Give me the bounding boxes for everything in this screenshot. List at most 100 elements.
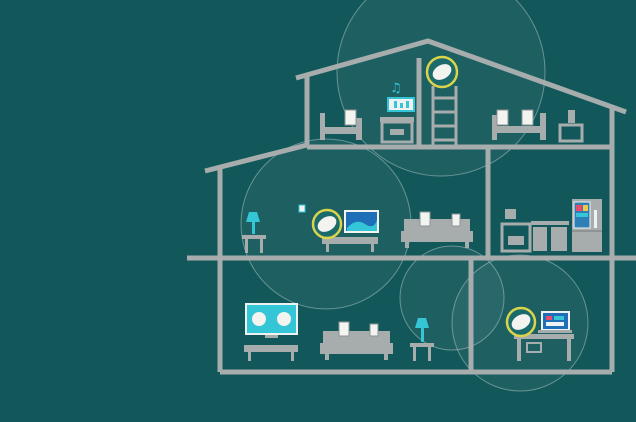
sofa-seat [401, 231, 473, 242]
bed-right-pillow [496, 109, 509, 126]
tv-base [265, 335, 278, 338]
desk-drawer [526, 342, 542, 353]
dresser-top [380, 117, 414, 122]
music-player-bar2 [400, 103, 403, 108]
nightstand-lamp [568, 110, 575, 123]
side-table-top [410, 343, 434, 347]
lamp-shade [246, 212, 260, 222]
fridge-screen-tile [576, 205, 582, 211]
counter-top [531, 221, 569, 225]
stove-oven-window [508, 236, 524, 245]
sofa-pillow [369, 323, 379, 337]
game-room [244, 303, 434, 361]
tv-console-leg [248, 352, 251, 361]
tv-console-leg [371, 244, 374, 252]
fridge-screen-tile [576, 213, 588, 217]
tv-screen-wave [347, 220, 377, 231]
office [505, 306, 574, 361]
wifi-node-icon [311, 208, 343, 240]
fridge-screen-tile [583, 205, 588, 211]
roof-lower-left [204, 142, 308, 174]
sofa-living [401, 211, 473, 248]
thermostat-icon [298, 204, 306, 213]
laptop-screen-tile [546, 322, 564, 326]
coverage-zone-lower-left [399, 245, 505, 351]
roof-upper [295, 38, 627, 115]
sofa-seat [320, 343, 393, 354]
wifi-node-body [432, 64, 452, 80]
stove [500, 209, 532, 253]
tv-stand-living [322, 210, 379, 252]
side-table-leg [260, 239, 263, 253]
counter-cabinet [533, 227, 547, 251]
lamp-stem [252, 222, 255, 234]
living-room [242, 204, 473, 253]
music-player-bar3 [406, 101, 409, 108]
laptop-screen-tile [554, 316, 564, 320]
tv-console-leg [291, 352, 294, 361]
attic-room: ♫ [320, 55, 584, 145]
music-player-bar1 [394, 101, 397, 108]
lamp-table-lower [410, 318, 434, 361]
desk [514, 334, 574, 361]
wifi-node-body [317, 216, 337, 232]
bed-left-frame [320, 127, 362, 134]
sofa-leg [465, 242, 469, 248]
bed-left-headboard [320, 113, 325, 140]
wifi-node-body [511, 314, 531, 330]
dresser [380, 117, 414, 144]
tv-console-leg [326, 244, 329, 252]
sofa-leg [384, 354, 388, 360]
smart-fridge [572, 199, 602, 252]
desk-leg [517, 339, 521, 361]
bed-right-headboard [492, 115, 497, 140]
sofa-leg [405, 242, 409, 248]
tv-console [322, 237, 378, 244]
bed-right-pillow [521, 109, 534, 126]
side-table-leg [428, 347, 431, 361]
lamp-table-left [242, 212, 266, 253]
sofa-leg [325, 354, 329, 360]
sofa-back [323, 331, 390, 345]
laptop [538, 311, 572, 333]
kitchen [500, 199, 602, 253]
side-table-leg [413, 347, 416, 361]
music-note-icon: ♫ [390, 81, 402, 96]
house-structure [187, 38, 636, 375]
nightstand-body [558, 123, 584, 143]
side-table-top [242, 235, 266, 239]
side-table-leg [245, 239, 248, 253]
sofa-pillow [419, 211, 431, 227]
lamp-shade [415, 318, 429, 328]
fridge-handle [594, 210, 597, 228]
counter [531, 221, 569, 251]
stove-body [500, 222, 532, 253]
wifi-node-icon [505, 306, 537, 338]
desk-leg [567, 339, 571, 361]
stove-pot [505, 209, 516, 219]
counter-cabinet [551, 227, 567, 251]
bed-right [492, 109, 546, 140]
lamp-stem [421, 328, 424, 342]
bed-right-foot [540, 113, 546, 140]
nightstand-right [558, 110, 584, 143]
music-player: ♫ [387, 81, 415, 112]
desk-top [514, 334, 574, 339]
tv-console [244, 345, 298, 352]
sofa-pillow [338, 321, 350, 337]
tv-game [244, 303, 298, 361]
bed-left-foot [356, 118, 362, 140]
wifi-node-icon [425, 55, 459, 89]
tv-helmet [277, 312, 291, 326]
dresser-body [380, 120, 414, 144]
bed-left [320, 109, 362, 140]
bed-left-pillow [344, 109, 357, 126]
sofa-pillow [451, 213, 461, 227]
laptop-screen-tile [546, 316, 552, 320]
laptop-base [538, 330, 572, 333]
ladder [431, 86, 458, 145]
laptop-screen [541, 311, 570, 331]
sofa-lower [320, 321, 393, 360]
